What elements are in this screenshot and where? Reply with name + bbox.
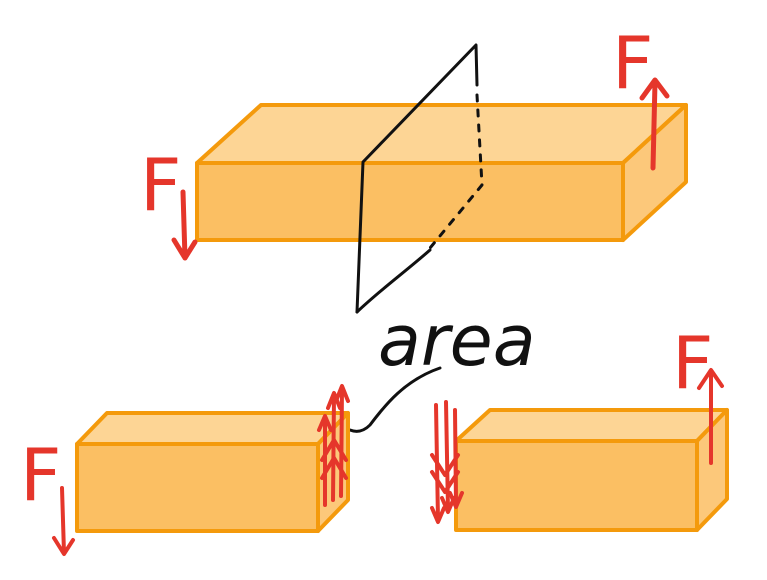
left-block-down-arrow [52,486,75,556]
left-block-forces [52,384,350,556]
area-pointer-line [348,366,442,433]
left-block-front-face [75,442,320,533]
right-block-forces [430,368,724,524]
left-block-shear-arrow-1 [317,414,333,507]
left-block-shear-arrow-5 [320,456,348,480]
right-block-shear-arrow-4 [430,453,460,477]
top-bar-up-arrow [639,77,670,171]
top-bar [195,103,688,242]
cutting-plane-outline [355,43,479,314]
left-block-top-face [75,411,350,446]
top-bar-front-face [195,161,625,242]
right-block-up-arrow [697,368,724,465]
right-block-top-face [454,408,729,443]
top-bar-side-face [621,103,688,242]
cutting-plane-hidden-edge [428,93,484,250]
area-label: area [378,300,536,382]
left-block-force-label: F [20,433,61,517]
right-block [454,408,729,532]
left-block-shear-arrow-4 [320,438,348,462]
top-bar-left-force-label: F [140,143,181,227]
cutting-plane [355,43,484,314]
right-block-side-face [695,408,729,532]
left-block-shear-arrow-3 [334,384,350,498]
top-bar-right-force-label: F [612,21,653,105]
right-block-front-face [454,439,699,532]
right-block-force-label: F [672,321,713,405]
top-bar-forces [171,77,670,261]
top-bar-down-arrow [171,189,198,261]
cutting-plane-lower-edge [355,248,432,314]
right-block-shear-arrow-5 [430,470,460,494]
left-block-shear-arrow-2 [326,391,342,502]
left-block [75,411,350,533]
top-bar-top-face [195,103,688,165]
